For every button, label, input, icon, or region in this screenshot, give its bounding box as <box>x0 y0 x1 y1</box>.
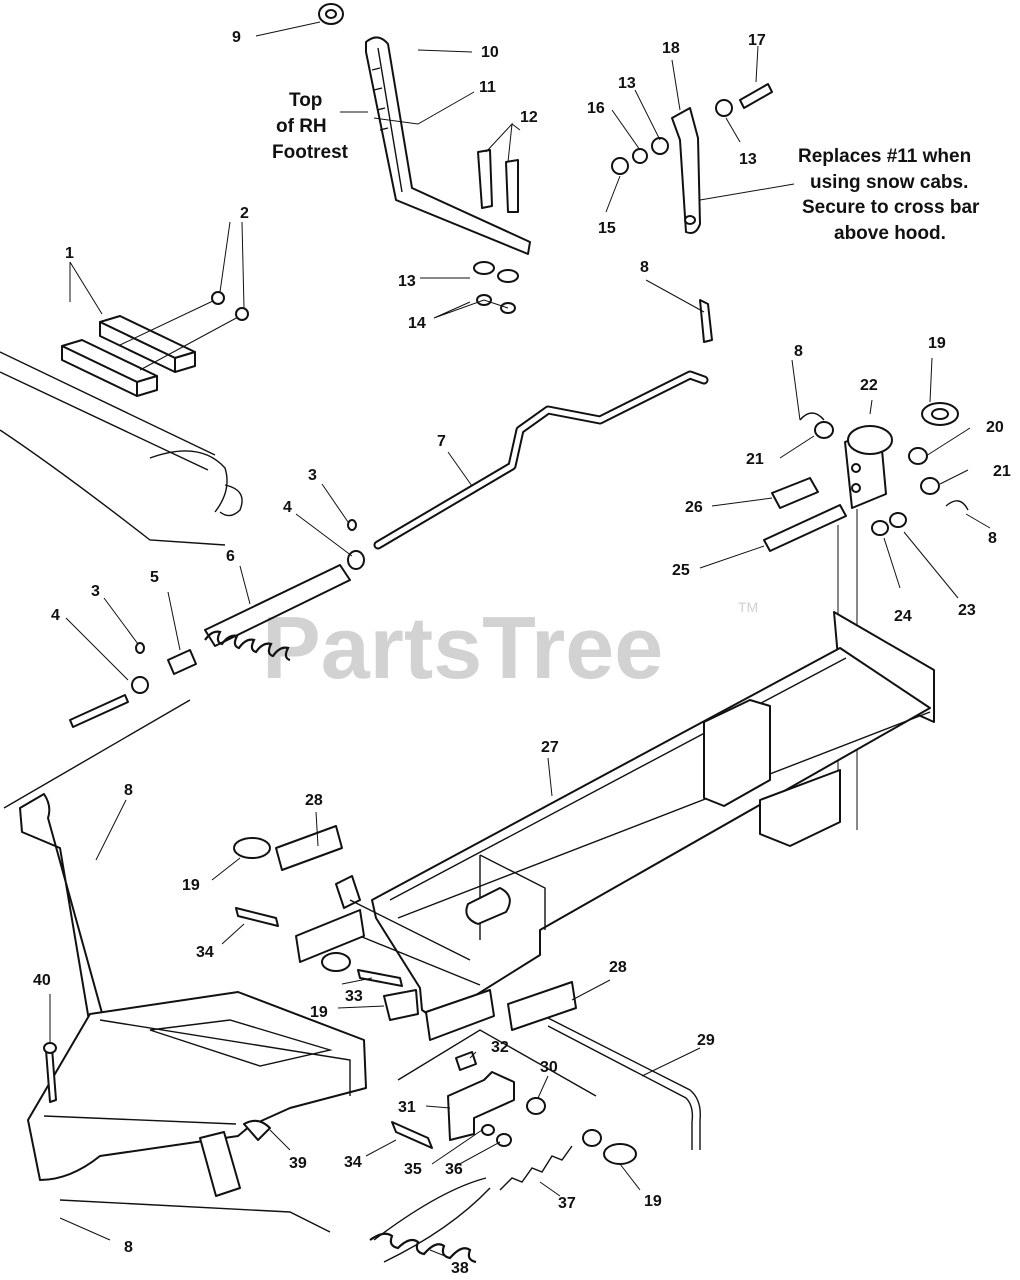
snow-cab-note-line-2: using snow cabs. <box>810 172 968 193</box>
callout-1: 1 <box>65 245 74 262</box>
callout-9: 9 <box>232 29 241 46</box>
callout-8-hitch-right: 8 <box>988 530 997 547</box>
callout-21-left: 21 <box>746 451 764 468</box>
snow-cab-note-line-4: above hood. <box>834 223 946 244</box>
callout-39: 39 <box>289 1155 307 1172</box>
callout-20: 20 <box>986 419 1004 436</box>
callout-30: 30 <box>540 1059 558 1076</box>
footrest-note-line-3: Footrest <box>272 142 349 163</box>
callout-38: 38 <box>451 1260 469 1277</box>
callout-4-upper: 4 <box>283 499 292 516</box>
callout-31: 31 <box>398 1099 416 1116</box>
callout-8-rod: 8 <box>640 259 649 276</box>
callout-5: 5 <box>150 569 159 586</box>
callout-23: 23 <box>958 602 976 619</box>
callout-27: 27 <box>541 739 559 756</box>
callout-12: 12 <box>520 109 538 126</box>
callout-40: 40 <box>33 972 51 989</box>
leader-lines <box>49 21 991 1259</box>
callout-8-lower: 8 <box>124 1239 133 1256</box>
spring-assembly-drawing <box>69 519 365 728</box>
callout-6: 6 <box>226 548 235 565</box>
callout-17: 17 <box>748 32 766 49</box>
callout-34-upper: 34 <box>196 944 214 961</box>
callout-3-upper: 3 <box>308 467 317 484</box>
callout-21-right: 21 <box>993 463 1011 480</box>
snow-cab-note-line-1: Replaces #11 when <box>798 146 971 167</box>
callout-7: 7 <box>437 433 446 450</box>
snow-cab-note: Replaces #11 when using snow cabs. Secur… <box>798 146 980 244</box>
callout-22: 22 <box>860 377 878 394</box>
callout-35: 35 <box>404 1161 422 1178</box>
callout-26: 26 <box>685 499 703 516</box>
callout-labels: 9 10 11 12 13 14 13 16 18 17 13 15 1 2 8… <box>33 29 1011 1277</box>
callout-36: 36 <box>445 1161 463 1178</box>
callout-8-frame: 8 <box>124 782 133 799</box>
lower-hardware-drawing <box>369 1017 701 1264</box>
push-frame-drawing <box>3 699 367 1233</box>
blade-edge-drawing <box>0 351 243 546</box>
footrest-note: Top of RH Footrest <box>272 90 349 163</box>
callout-13-upper: 13 <box>618 75 636 92</box>
callout-25: 25 <box>672 562 690 579</box>
main-frame-drawing <box>233 611 935 1041</box>
callout-28-lower: 28 <box>609 959 627 976</box>
part-drawings <box>0 3 969 1264</box>
callout-3-lower: 3 <box>91 583 100 600</box>
upper-hitch-drawing <box>763 402 969 830</box>
snow-cab-note-line-3: Secure to cross bar <box>802 197 980 218</box>
callout-15: 15 <box>598 220 616 237</box>
callout-13-right: 13 <box>739 151 757 168</box>
lift-handle-drawing <box>318 3 531 255</box>
lift-rod-drawing <box>373 299 713 550</box>
callout-19-lower: 19 <box>644 1193 662 1210</box>
callout-33: 33 <box>345 988 363 1005</box>
footrest-note-line-2: of RH <box>276 116 327 137</box>
callout-13-footrest: 13 <box>398 273 416 290</box>
callout-19-hitch: 19 <box>928 335 946 352</box>
snow-cab-bracket-drawing <box>611 83 773 234</box>
callout-8-hitch-left: 8 <box>794 343 803 360</box>
callout-24: 24 <box>894 608 912 625</box>
watermark-text: PartsTree <box>262 598 663 697</box>
callout-34-lower: 34 <box>344 1154 362 1171</box>
callout-16: 16 <box>587 100 605 117</box>
wear-bar-drawing <box>61 291 249 397</box>
callout-19-upper: 19 <box>182 877 200 894</box>
callout-11: 11 <box>479 79 496 96</box>
callout-4-lower: 4 <box>51 607 60 624</box>
callout-37: 37 <box>558 1195 576 1212</box>
callout-10: 10 <box>481 44 499 61</box>
callout-29: 29 <box>697 1032 715 1049</box>
callout-14: 14 <box>408 315 426 332</box>
callout-28-upper: 28 <box>305 792 323 809</box>
callout-19-middle: 19 <box>310 1004 328 1021</box>
watermark-tm: TM <box>738 599 758 615</box>
footrest-note-line-1: Top <box>289 90 322 111</box>
callout-2: 2 <box>240 205 249 222</box>
callout-32: 32 <box>491 1039 509 1056</box>
watermark: PartsTree TM <box>262 598 758 697</box>
callout-18: 18 <box>662 40 680 57</box>
